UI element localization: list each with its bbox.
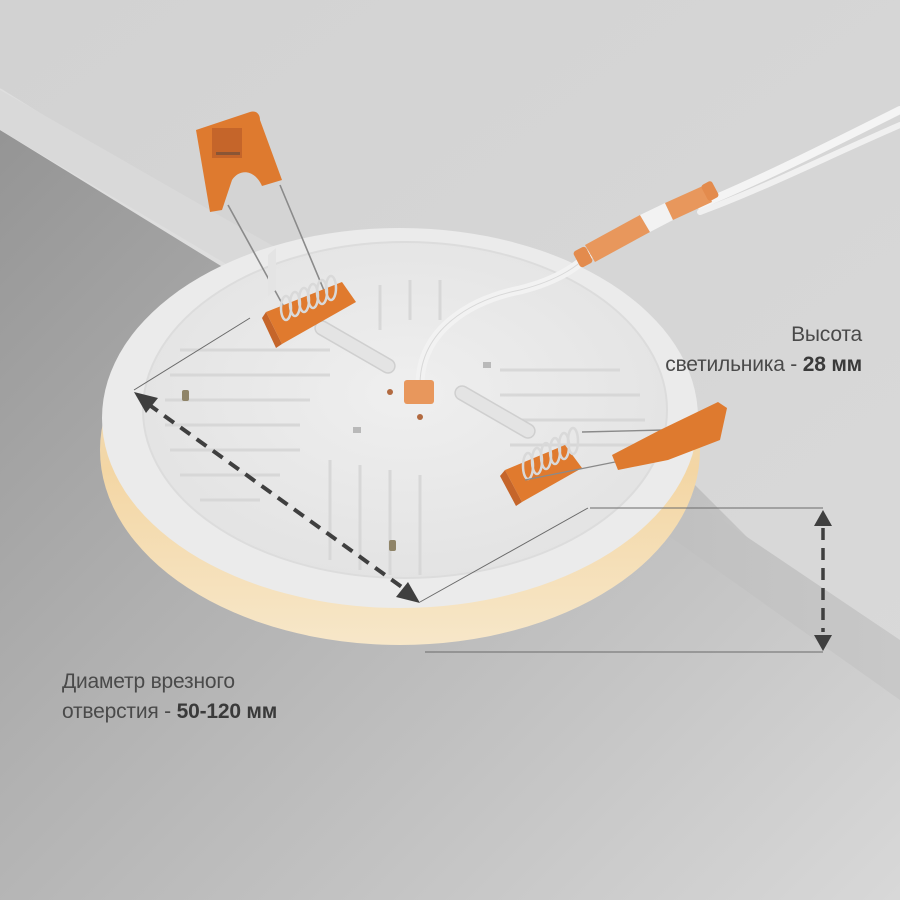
threaded-inserts xyxy=(182,390,396,551)
height-annotation: Высота светильника - 28 мм xyxy=(665,320,862,380)
dimension-guides xyxy=(133,317,823,653)
height-arrow-icon xyxy=(814,510,832,651)
diameter-label-line2: отверстия - 50-120 мм xyxy=(62,697,277,727)
screw-hole xyxy=(417,414,423,420)
spring-clip-top xyxy=(196,111,356,348)
square-holes xyxy=(353,362,491,433)
height-label-line2: светильника - 28 мм xyxy=(665,350,862,380)
luminaire-back-plate xyxy=(142,241,668,579)
cable-entry-block xyxy=(404,380,434,404)
diameter-arrow-icon xyxy=(134,392,420,603)
diameter-annotation: Диаметр врезного отверстия - 50-120 мм xyxy=(62,667,277,727)
spring-clip-right xyxy=(500,402,727,506)
screw-hole xyxy=(387,389,393,395)
diameter-label-prefix: отверстия - xyxy=(62,700,177,723)
diameter-label-line1: Диаметр врезного xyxy=(62,670,235,693)
inline-connector xyxy=(573,181,719,268)
diameter-value: 50-120 мм xyxy=(176,700,278,723)
back-plate-ribs xyxy=(165,280,645,575)
height-value: 28 мм xyxy=(802,353,862,376)
ceiling-edge-strip-left xyxy=(0,90,280,290)
height-label-prefix: светильника - xyxy=(665,353,803,376)
height-label-line1: Высота xyxy=(791,323,862,346)
ceiling-cutout-block xyxy=(268,248,276,296)
power-cable xyxy=(696,106,900,209)
